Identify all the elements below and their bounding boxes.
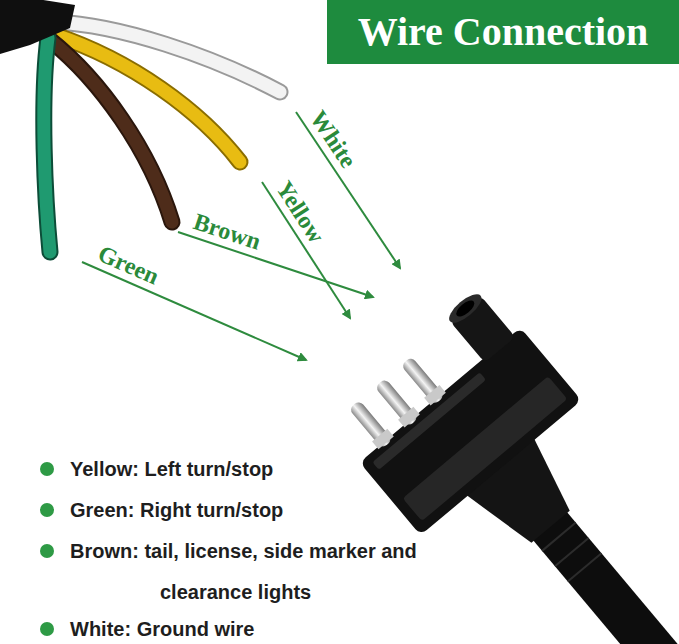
wire-color-label: Yellow [271,176,330,247]
flat-4-pin-connector [322,283,679,644]
wire-function-note: Green: Right turn/stop [70,490,630,531]
wire-function-note: White: Ground wire [70,609,630,644]
title: Wire Connection [358,9,649,55]
wire-function-note: Brown: tail, license, side marker and cl… [70,531,510,613]
title-banner: Wire Connection [327,0,679,64]
wire-function-note: Yellow: Left turn/stop [70,449,630,490]
wire-bundle [0,0,280,252]
bullet-dots [40,462,54,636]
